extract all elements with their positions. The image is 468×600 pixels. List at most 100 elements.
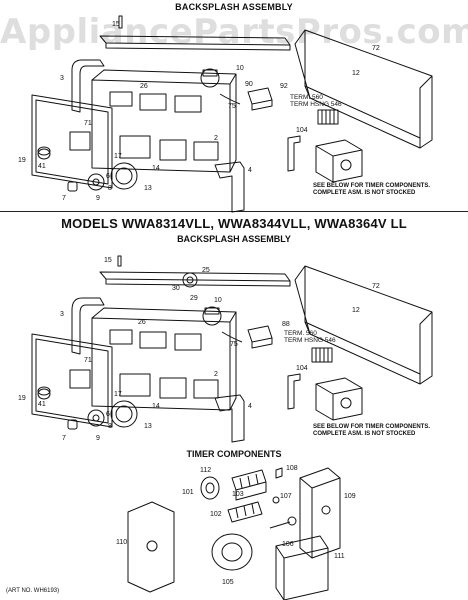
mid-trim-strip bbox=[99, 271, 291, 287]
callout: 88 bbox=[282, 321, 290, 328]
callout: 110 bbox=[116, 539, 127, 546]
top-timer-dial bbox=[110, 162, 138, 190]
callout: 14 bbox=[152, 403, 160, 410]
mid-left-handle bbox=[71, 297, 105, 355]
mid-clip bbox=[117, 255, 122, 267]
mid-switch-small bbox=[182, 272, 198, 288]
mid-backsplash-panel bbox=[294, 265, 433, 385]
models-title: MODELS WWA8314VLL, WWA8344VLL, WWA8364V … bbox=[61, 216, 407, 231]
callout: 6 bbox=[106, 173, 110, 180]
callout: 12 bbox=[352, 307, 360, 314]
timer-cover bbox=[275, 535, 329, 600]
callout: 108 bbox=[286, 465, 298, 472]
callout: 102 bbox=[210, 511, 222, 518]
callout: 19 bbox=[18, 395, 26, 402]
top-switch bbox=[200, 68, 220, 88]
timer-mounting-bracket bbox=[299, 467, 341, 559]
mid-switch-block bbox=[247, 325, 273, 349]
callout: 15 bbox=[112, 21, 120, 28]
callout: 109 bbox=[344, 493, 356, 500]
callout: 29 bbox=[190, 295, 198, 302]
mid-timer-dial bbox=[110, 400, 138, 428]
top-timer-note: SEE BELOW FOR TIMER COMPONENTS. COMPLETE… bbox=[313, 183, 430, 197]
callout: 71 bbox=[84, 120, 92, 127]
middle-timer-note-line2: COMPLETE ASM. IS NOT STOCKED bbox=[313, 431, 416, 437]
callout: 75 bbox=[228, 103, 236, 110]
top-switch-block bbox=[247, 87, 273, 111]
mid-dial bbox=[87, 409, 105, 427]
timer-spring-clip bbox=[275, 467, 283, 479]
callout: 72 bbox=[372, 45, 380, 52]
top-timer-box bbox=[315, 139, 363, 183]
callout: 14 bbox=[152, 165, 160, 172]
callout: 7 bbox=[62, 435, 66, 442]
callout: 104 bbox=[296, 365, 308, 372]
callout: 103 bbox=[232, 491, 244, 498]
top-knob bbox=[37, 146, 51, 160]
top-timer-note-line1: SEE BELOW FOR TIMER COMPONENTS. bbox=[313, 183, 431, 189]
top-right-end-cap bbox=[214, 161, 245, 213]
top-term-line2: TERM HSNG 546 bbox=[290, 101, 342, 108]
callout: 26 bbox=[140, 83, 148, 90]
mid-switch bbox=[202, 306, 222, 326]
callout: 2 bbox=[214, 135, 218, 142]
callout: 17 bbox=[114, 391, 122, 398]
callout: 75 bbox=[230, 341, 238, 348]
callout: 15 bbox=[104, 257, 112, 264]
callout: 105 bbox=[222, 579, 234, 586]
callout: 19 bbox=[18, 157, 26, 164]
callout: 17 bbox=[114, 153, 122, 160]
timer-section-title: TIMER COMPONENTS bbox=[186, 449, 282, 459]
callout: 72 bbox=[372, 283, 380, 290]
mid-bracket bbox=[287, 373, 301, 410]
callout: 10 bbox=[236, 65, 244, 72]
top-bracket bbox=[287, 135, 301, 172]
timer-shaft bbox=[269, 516, 297, 529]
top-term-label: TERM. 560 TERM HSNG 546 bbox=[290, 94, 342, 108]
top-clip bbox=[118, 15, 123, 29]
callout: 4 bbox=[248, 167, 252, 174]
top-section-title: BACKSPLASH ASSEMBLY bbox=[175, 2, 293, 12]
callout: 107 bbox=[280, 493, 292, 500]
callout: 13 bbox=[144, 423, 152, 430]
callout: 92 bbox=[280, 83, 288, 90]
callout: 10 bbox=[214, 297, 222, 304]
timer-contact-plate bbox=[227, 501, 263, 523]
top-terminal-block bbox=[317, 109, 339, 125]
middle-term-label: TERM. 560 TERM HSNG 546 bbox=[284, 330, 336, 344]
mid-callouts: 15 25 30 29 10 72 3 26 75 88 12 71 2 17 … bbox=[18, 257, 380, 442]
watermark: AppliancePartsPros.com bbox=[0, 12, 468, 52]
callout: 12 bbox=[352, 70, 360, 77]
callout: 101 bbox=[182, 489, 194, 496]
mid-right-end-cap bbox=[214, 394, 245, 443]
top-trim-strip bbox=[99, 35, 291, 51]
callout: 90 bbox=[245, 81, 253, 88]
mid-small-knob bbox=[67, 419, 78, 430]
callout: 8 bbox=[108, 423, 112, 430]
callout: 8 bbox=[108, 185, 112, 192]
top-callouts: 15 3 26 10 90 92 72 12 75 71 2 17 14 19 … bbox=[18, 21, 380, 202]
callout: 26 bbox=[138, 319, 146, 326]
top-front-fascia bbox=[31, 94, 113, 189]
middle-section-title: BACKSPLASH ASSEMBLY bbox=[177, 234, 291, 244]
callout: 9 bbox=[96, 435, 100, 442]
middle-term-line2: TERM HSNG 546 bbox=[284, 337, 336, 344]
top-timer-note-line2: COMPLETE ASM. IS NOT STOCKED bbox=[313, 190, 416, 196]
callout: 30 bbox=[172, 285, 180, 292]
callout: 71 bbox=[84, 357, 92, 364]
timer-cam-knob bbox=[200, 476, 220, 500]
callout: 7 bbox=[62, 195, 66, 202]
mid-timer-box bbox=[315, 377, 363, 421]
callout: 2 bbox=[214, 371, 218, 378]
top-dial bbox=[87, 173, 105, 191]
callout: 25 bbox=[202, 267, 210, 274]
mid-front-fascia bbox=[31, 333, 113, 428]
timer-small-part bbox=[272, 496, 280, 504]
callout: 3 bbox=[60, 311, 64, 318]
top-left-handle bbox=[71, 59, 105, 113]
callout: 104 bbox=[296, 127, 308, 134]
callout: 111 bbox=[334, 553, 345, 560]
top-small-knob bbox=[67, 181, 78, 192]
callout: 9 bbox=[96, 195, 100, 202]
callout: 3 bbox=[60, 75, 64, 82]
